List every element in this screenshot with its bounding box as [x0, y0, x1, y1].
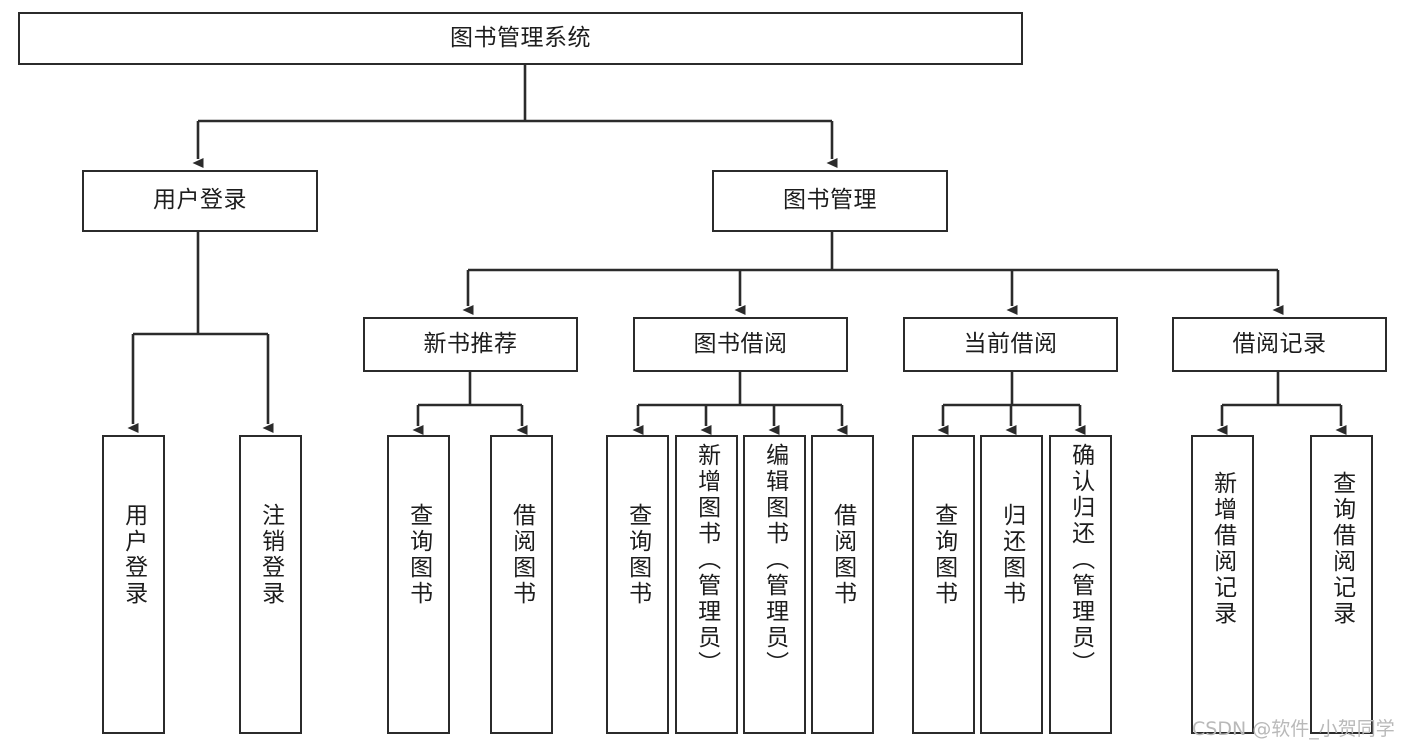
- node-label: 查询图书: [930, 503, 957, 607]
- node-leaf-borrow-book-1[interactable]: 借阅图书: [490, 435, 553, 734]
- node-label: 归还图书: [998, 503, 1025, 607]
- node-label: 查询借阅记录: [1328, 471, 1355, 627]
- node-leaf-edit-book[interactable]: 编辑图书（管理员）: [743, 435, 806, 734]
- node-label: 图书管理系统: [450, 24, 591, 51]
- node-label: 新增图书（管理员）: [693, 443, 720, 677]
- node-label: 查询图书: [405, 503, 432, 607]
- node-new-book-recommend[interactable]: 新书推荐: [363, 317, 578, 372]
- node-label: 图书借阅: [693, 330, 788, 357]
- node-label: 用户登录: [153, 187, 247, 214]
- node-leaf-query-book-2[interactable]: 查询图书: [606, 435, 669, 734]
- node-leaf-user-login[interactable]: 用户登录: [102, 435, 165, 734]
- node-borrow-record[interactable]: 借阅记录: [1172, 317, 1387, 372]
- node-current-borrow[interactable]: 当前借阅: [903, 317, 1118, 372]
- node-book-borrow[interactable]: 图书借阅: [633, 317, 848, 372]
- csdn-watermark: CSDN @软件_小贺同学: [1192, 718, 1395, 740]
- node-label: 查询图书: [624, 503, 651, 607]
- node-leaf-query-book-3[interactable]: 查询图书: [912, 435, 975, 734]
- node-label: 编辑图书（管理员）: [761, 443, 788, 677]
- node-label: 用户登录: [120, 503, 147, 607]
- node-label: 借阅图书: [508, 503, 535, 607]
- node-book-management[interactable]: 图书管理: [712, 170, 948, 232]
- node-root-system[interactable]: 图书管理系统: [18, 12, 1023, 65]
- node-leaf-logout[interactable]: 注销登录: [239, 435, 302, 734]
- node-leaf-query-record[interactable]: 查询借阅记录: [1310, 435, 1373, 734]
- node-label: 新增借阅记录: [1209, 471, 1236, 627]
- node-label: 新书推荐: [423, 330, 518, 357]
- node-leaf-add-book[interactable]: 新增图书（管理员）: [675, 435, 738, 734]
- node-leaf-confirm-return[interactable]: 确认归还（管理员）: [1049, 435, 1112, 734]
- node-user-login[interactable]: 用户登录: [82, 170, 318, 232]
- node-label: 注销登录: [257, 503, 284, 607]
- node-label: 借阅图书: [829, 503, 856, 607]
- node-leaf-borrow-book-2[interactable]: 借阅图书: [811, 435, 874, 734]
- node-label: 图书管理: [783, 187, 877, 214]
- node-label: 当前借阅: [963, 330, 1058, 357]
- node-leaf-query-book-1[interactable]: 查询图书: [387, 435, 450, 734]
- node-leaf-add-record[interactable]: 新增借阅记录: [1191, 435, 1254, 734]
- node-leaf-return-book[interactable]: 归还图书: [980, 435, 1043, 734]
- node-label: 借阅记录: [1232, 330, 1327, 357]
- node-label: 确认归还（管理员）: [1067, 443, 1094, 677]
